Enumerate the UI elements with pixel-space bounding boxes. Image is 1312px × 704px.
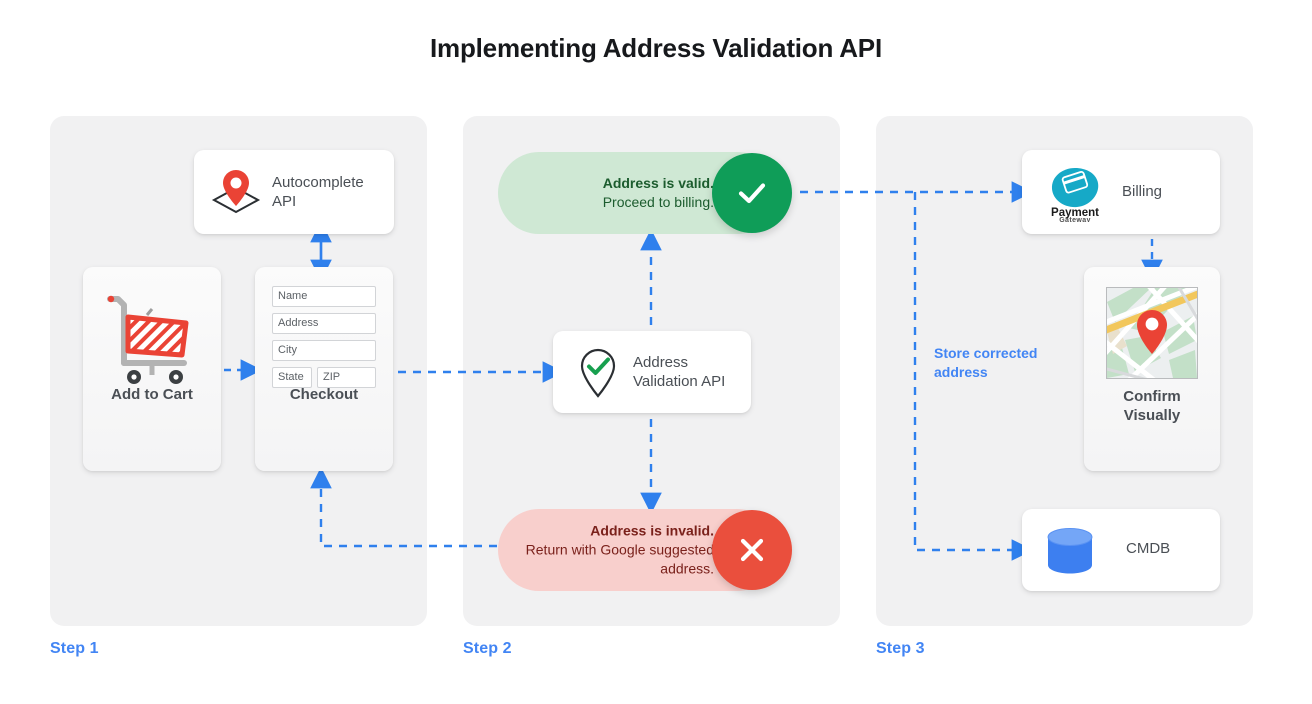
payment-gateway-icon: Payment Gateway	[1044, 164, 1106, 227]
billing-card[interactable]: Payment Gateway Billing	[1022, 150, 1220, 234]
map-thumbnail-icon	[1106, 287, 1198, 379]
confirm-visually-card[interactable]: Confirm Visually	[1084, 267, 1220, 471]
autocomplete-api-card[interactable]: Autocomplete API	[194, 150, 394, 234]
add-to-cart-card[interactable]: Add to Cart	[83, 267, 221, 471]
name-field[interactable]: Name	[272, 286, 376, 307]
cmdb-card[interactable]: CMDB	[1022, 509, 1220, 591]
check-circle-icon	[712, 153, 792, 233]
address-valid-text: Address is valid. Proceed to billing.	[602, 175, 714, 210]
cmdb-label: CMDB	[1126, 540, 1171, 557]
city-field[interactable]: City	[272, 340, 376, 361]
step-3-label: Step 3	[876, 640, 925, 657]
address-validation-api-card[interactable]: Address Validation API	[553, 331, 751, 413]
page-title: Implementing Address Validation API	[430, 33, 882, 63]
address-validation-api-label: Address Validation API	[633, 354, 726, 390]
zip-field[interactable]: ZIP	[317, 367, 376, 388]
step-1-label: Step 1	[50, 640, 99, 657]
address-field[interactable]: Address	[272, 313, 376, 334]
map-pin-diamond-icon	[208, 166, 264, 223]
store-corrected-address-annotation: Store corrected address	[934, 345, 1038, 380]
svg-text:Gateway: Gateway	[1059, 217, 1091, 222]
confirm-visually-caption: Confirm Visually	[1123, 388, 1181, 424]
pin-check-icon	[571, 346, 625, 405]
checkout-caption: Checkout	[289, 386, 359, 403]
autocomplete-api-label: Autocomplete API	[272, 174, 364, 210]
billing-label: Billing	[1122, 183, 1163, 200]
svg-text:Payment: Payment	[1051, 207, 1099, 219]
shopping-cart-icon	[102, 289, 202, 390]
step-2-label: Step 2	[463, 640, 512, 657]
add-to-cart-caption: Add to Cart	[111, 386, 193, 403]
x-circle-icon	[712, 510, 792, 590]
database-icon	[1042, 525, 1098, 582]
checkout-card[interactable]: Name Address City State ZIP Checkout	[255, 267, 393, 471]
address-invalid-text: Address is invalid. Return with Google s…	[525, 522, 714, 577]
state-field[interactable]: State	[272, 367, 312, 388]
